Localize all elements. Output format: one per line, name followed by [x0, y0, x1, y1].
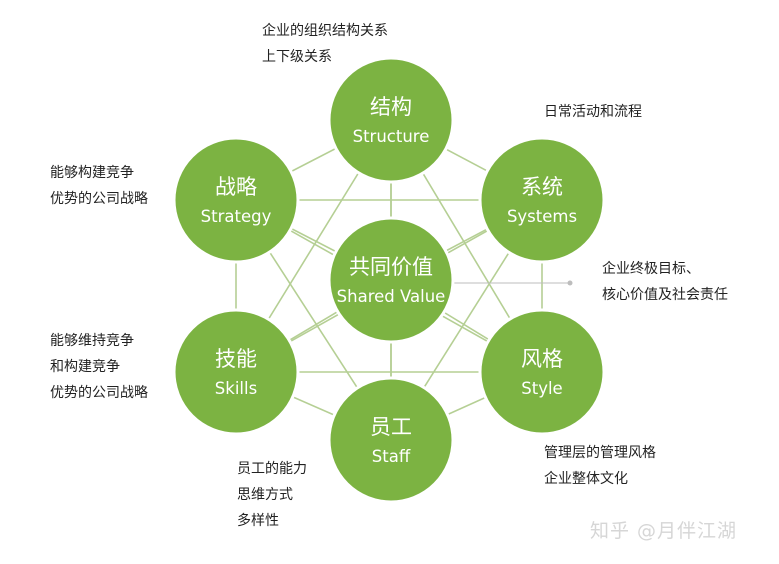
node-staff: 员工 Staff [327, 376, 455, 504]
annotation-style-line-1: 管理层的管理风格 [544, 445, 656, 461]
node-strategy-subtitle: Strategy [201, 207, 272, 226]
node-strategy-circle [172, 136, 300, 264]
node-shared-value-title: 共同价值 [349, 255, 433, 279]
annotation-strategy-line-1: 能够构建竞争 [50, 165, 134, 181]
annotation-systems-line-1: 日常活动和流程 [544, 104, 642, 120]
node-style-subtitle: Style [521, 379, 562, 398]
annotation-skills-line-1: 能够维持竞争 [50, 333, 134, 349]
shared-value-pointer-dot [567, 280, 573, 286]
node-style: 风格 Style [478, 308, 606, 436]
node-shared-value-subtitle: Shared Value [337, 287, 446, 306]
node-staff-circle [327, 376, 455, 504]
node-systems-circle [478, 136, 606, 264]
node-systems-subtitle: Systems [507, 207, 577, 226]
node-structure-subtitle: Structure [353, 127, 430, 146]
node-staff-subtitle: Staff [372, 447, 411, 466]
annotation-staff-line-2: 思维方式 [237, 487, 293, 503]
node-structure-circle [327, 56, 455, 184]
annotation-structure: 企业的组织结构关系 上下级关系 [262, 18, 388, 70]
node-skills-circle [172, 308, 300, 436]
nodes: 结构 Structure 系统 Systems 风格 Style 员工 Staff 技能 Skil… [172, 56, 606, 504]
annotation-structure-line-1: 企业的组织结构关系 [262, 23, 388, 39]
annotation-staff-line-1: 员工的能力 [237, 461, 307, 477]
annotation-strategy-line-2: 优势的公司战略 [50, 191, 148, 207]
annotation-shared-value: 企业终极目标、 核心价值及社会责任 [602, 256, 728, 308]
annotation-style: 管理层的管理风格 企业整体文化 [544, 440, 656, 492]
annotation-shared-value-line-1: 企业终极目标、 [602, 261, 700, 277]
node-strategy-title: 战略 [215, 175, 257, 199]
node-style-title: 风格 [521, 347, 563, 371]
node-style-circle [478, 308, 606, 436]
annotation-skills-line-2: 和构建竞争 [50, 359, 120, 375]
node-skills: 技能 Skills [172, 308, 300, 436]
node-shared-value-circle [327, 216, 455, 344]
node-skills-title: 技能 [215, 347, 257, 371]
annotation-staff: 员工的能力 思维方式 多样性 [237, 456, 307, 534]
node-shared-value: 共同价值 Shared Value [327, 216, 455, 344]
node-skills-subtitle: Skills [215, 379, 257, 398]
node-structure: 结构 Structure [327, 56, 455, 184]
node-strategy: 战略 Strategy [172, 136, 300, 264]
annotation-strategy: 能够构建竞争 优势的公司战略 [50, 160, 148, 212]
annotation-systems: 日常活动和流程 [544, 99, 642, 125]
annotation-staff-line-3: 多样性 [237, 513, 279, 529]
annotation-shared-value-line-2: 核心价值及社会责任 [602, 287, 728, 303]
watermark: 知乎 @月伴江湖 [590, 520, 738, 542]
node-systems: 系统 Systems [478, 136, 606, 264]
annotation-style-line-2: 企业整体文化 [544, 471, 628, 487]
annotation-structure-line-2: 上下级关系 [262, 49, 332, 65]
node-systems-title: 系统 [521, 175, 563, 199]
node-staff-title: 员工 [370, 415, 412, 439]
annotation-skills: 能够维持竞争 和构建竞争 优势的公司战略 [50, 328, 148, 406]
annotation-skills-line-3: 优势的公司战略 [50, 385, 148, 401]
node-structure-title: 结构 [370, 95, 412, 119]
